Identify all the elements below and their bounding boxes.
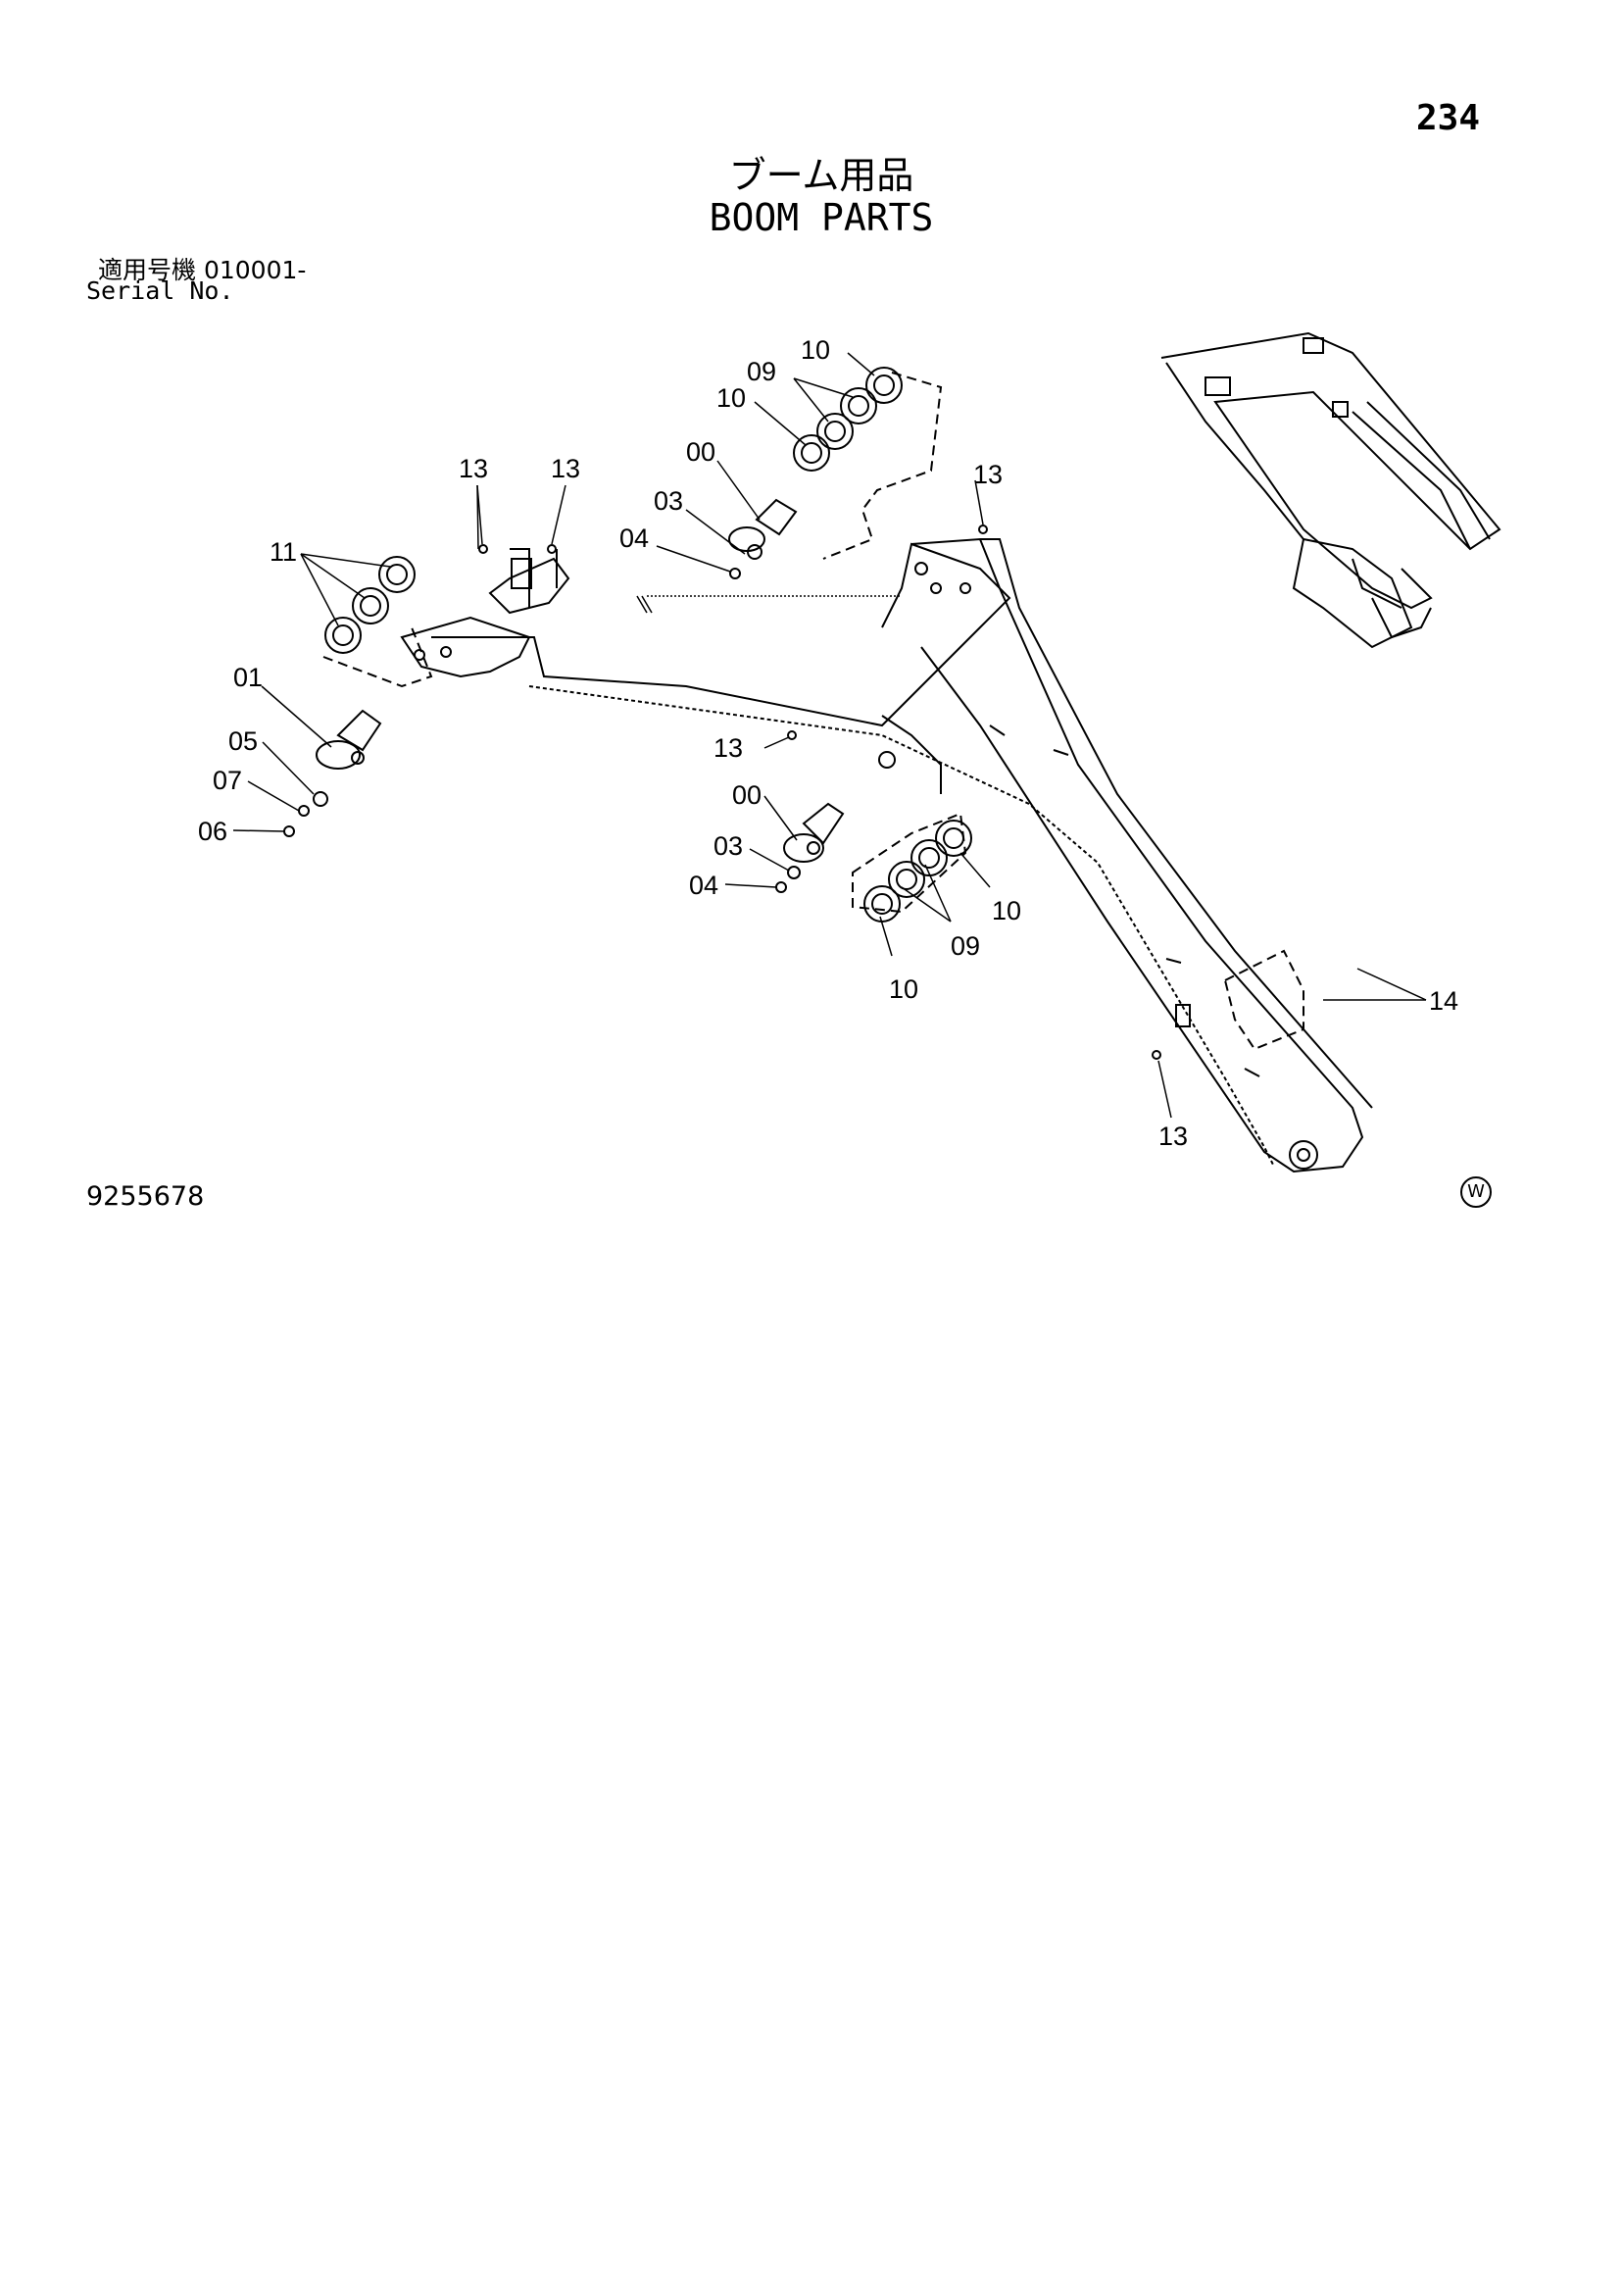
callout-05: 05 <box>228 726 258 756</box>
top-pin-group <box>728 367 988 579</box>
callout-04: 04 <box>689 871 718 900</box>
cylinder-bracket <box>400 548 570 678</box>
callout-09: 09 <box>951 931 980 961</box>
connector-marks <box>636 595 902 614</box>
callout-10: 10 <box>889 974 918 1004</box>
leader-lines <box>232 352 1427 1119</box>
page-number: 234 <box>1416 98 1481 138</box>
callout-labels: 10 09 10 00 03 04 13 13 13 11 01 05 07 0… <box>198 335 1458 1151</box>
page-title-japanese: ブーム用品 <box>728 154 914 197</box>
callout-13: 13 <box>551 454 580 483</box>
callout-00: 00 <box>732 780 762 810</box>
callout-13: 13 <box>713 733 743 763</box>
machine-inset <box>1160 331 1501 649</box>
boom-body <box>431 537 1373 1173</box>
serial-label-japanese: 適用号機 010001- <box>98 256 307 284</box>
callout-01: 01 <box>233 663 263 692</box>
callout-03: 03 <box>713 831 743 861</box>
callout-10: 10 <box>992 896 1021 925</box>
page-title: BOOM PARTS <box>709 196 934 239</box>
callout-07: 07 <box>213 766 242 795</box>
drawing-number: 9255678 <box>86 1181 205 1212</box>
callout-10: 10 <box>716 383 746 413</box>
w-mark-icon: W <box>1460 1176 1492 1208</box>
callout-14: 14 <box>1429 986 1458 1016</box>
callout-10: 10 <box>801 335 830 365</box>
callout-03: 03 <box>654 486 683 516</box>
hose-clamp-group <box>1152 949 1304 1060</box>
callout-09: 09 <box>747 357 776 386</box>
serial-label: Serial No. <box>86 276 234 305</box>
callout-13: 13 <box>459 454 488 483</box>
middle-pin-group <box>775 730 972 923</box>
callout-13: 13 <box>1158 1122 1188 1151</box>
callout-11: 11 <box>270 537 297 567</box>
callout-13: 13 <box>973 460 1003 489</box>
callout-00: 00 <box>686 437 715 467</box>
callout-04: 04 <box>619 524 649 553</box>
callout-06: 06 <box>198 817 227 846</box>
